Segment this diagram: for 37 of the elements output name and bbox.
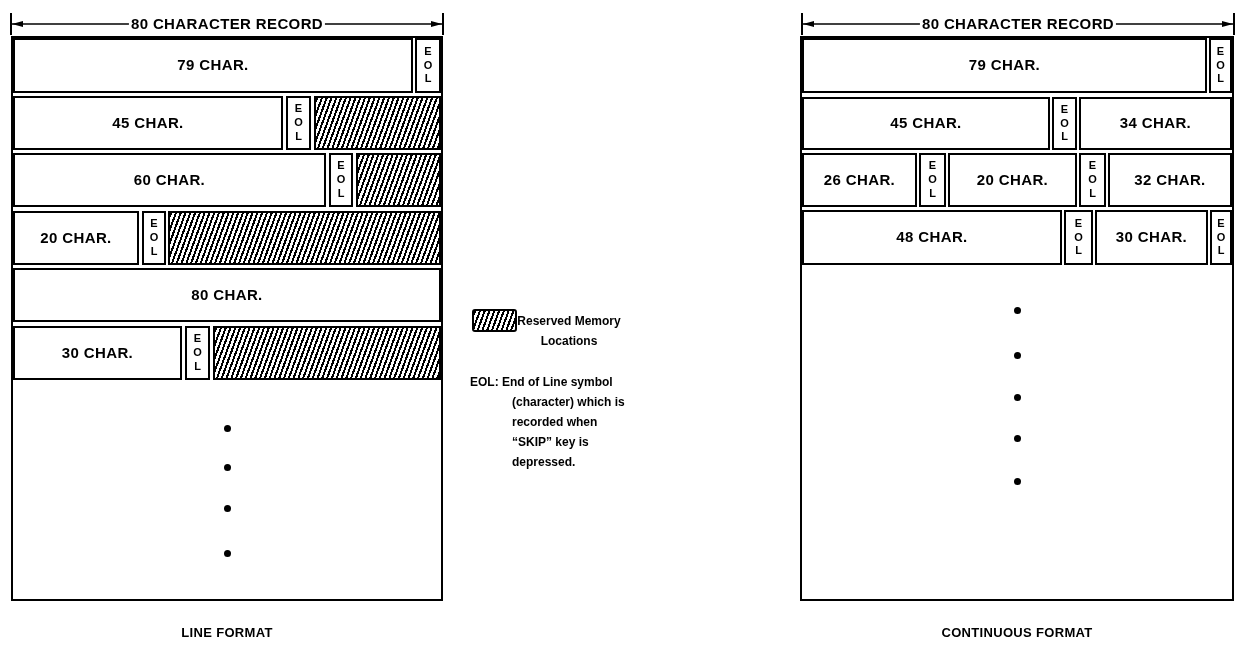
panel-caption: LINE FORMAT <box>181 624 273 642</box>
reserved-memory-block <box>213 326 441 380</box>
eol-cell: EOL <box>286 96 311 150</box>
legend-label: Reserved Memory Locations <box>516 313 622 350</box>
eol-cell: EOL <box>919 153 946 207</box>
eol-cell: EOL <box>415 38 441 93</box>
eol-cell: EOL <box>185 326 210 380</box>
character-cell: 79 CHAR. <box>802 38 1207 93</box>
eol-cell: EOL <box>329 153 353 207</box>
record-panel <box>11 36 443 601</box>
character-cell: 60 CHAR. <box>13 153 326 207</box>
eol-cell: EOL <box>1064 210 1093 265</box>
character-cell: 30 CHAR. <box>1095 210 1208 265</box>
character-cell: 48 CHAR. <box>802 210 1062 265</box>
dimension-label: 80 CHARACTER RECORD <box>128 16 326 31</box>
eol-cell: EOL <box>1079 153 1106 207</box>
character-cell: 45 CHAR. <box>13 96 283 150</box>
dimension-label: 80 CHARACTER RECORD <box>919 16 1117 31</box>
eol-cell: EOL <box>1209 38 1232 93</box>
character-cell: 34 CHAR. <box>1079 97 1232 150</box>
character-cell: 30 CHAR. <box>13 326 182 380</box>
character-cell: 20 CHAR. <box>13 211 139 265</box>
character-cell: 79 CHAR. <box>13 38 413 93</box>
character-cell: 80 CHAR. <box>13 268 441 322</box>
character-cell: 20 CHAR. <box>948 153 1077 207</box>
reserved-memory-block <box>168 211 441 265</box>
eol-cell: EOL <box>142 211 166 265</box>
character-cell: 26 CHAR. <box>802 153 917 207</box>
character-cell: 45 CHAR. <box>802 97 1050 150</box>
record-panel <box>800 36 1234 601</box>
note-text: EOL: End of Line symbol (character) which is recorded when “SKIP” key is depressed. <box>470 374 626 471</box>
reserved-memory-block <box>314 96 441 150</box>
character-cell: 32 CHAR. <box>1108 153 1232 207</box>
reserved-memory-block <box>356 153 441 207</box>
eol-cell: EOL <box>1052 97 1077 150</box>
panel-caption: CONTINUOUS FORMAT <box>941 624 1093 642</box>
eol-cell: EOL <box>1210 210 1232 265</box>
